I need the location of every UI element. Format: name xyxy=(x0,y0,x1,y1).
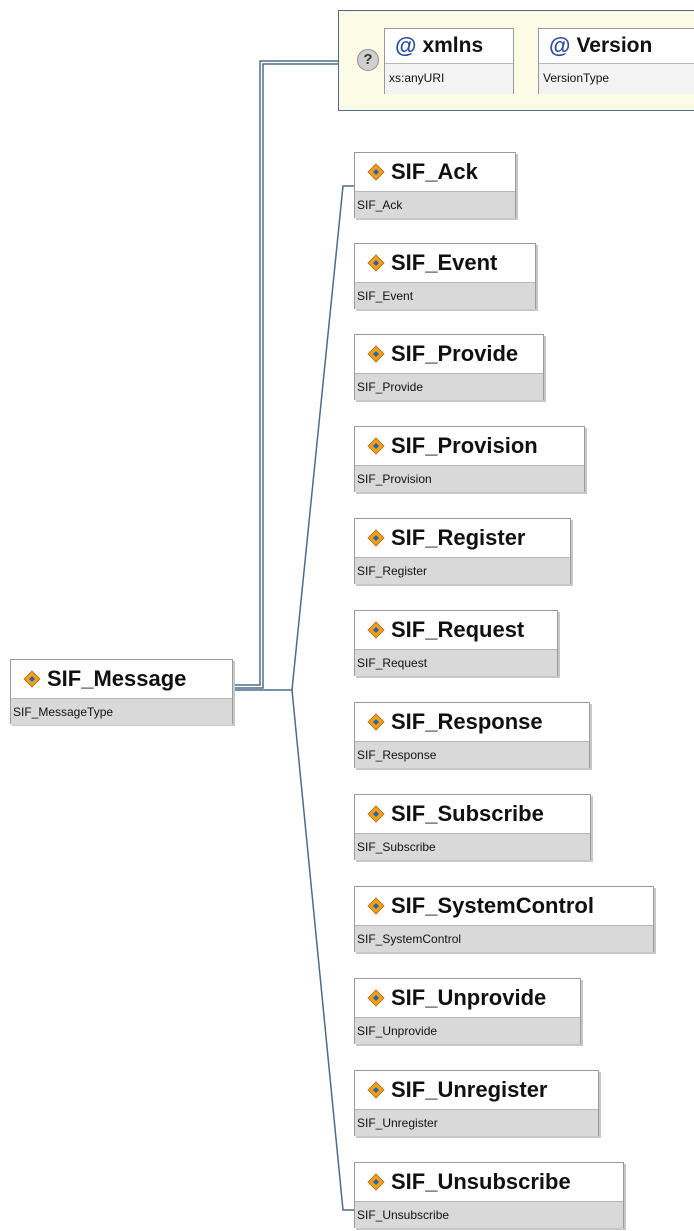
attribute-xmlns[interactable]: @ xmlns xs:anyURI xyxy=(384,28,514,94)
element-diamond-icon xyxy=(23,670,41,688)
element-diamond-icon xyxy=(367,621,385,639)
at-sign-icon: @ xyxy=(549,33,571,58)
element-type: SIF_Request xyxy=(355,649,557,676)
element-name: SIF_Provide xyxy=(391,341,519,366)
element-name: SIF_Unsubscribe xyxy=(391,1169,571,1194)
element-type: SIF_Unregister xyxy=(355,1109,598,1136)
element-type: SIF_SystemControl xyxy=(355,925,653,952)
element-diamond-icon xyxy=(367,437,385,455)
element-type: SIF_Event xyxy=(355,282,535,309)
element-type: SIF_Unsubscribe xyxy=(355,1201,623,1228)
element-name: SIF_Provision xyxy=(391,433,538,458)
element-name: SIF_Register xyxy=(391,525,526,550)
element-name: SIF_Message xyxy=(47,666,187,691)
element-type: SIF_Unprovide xyxy=(355,1017,580,1044)
element-name: SIF_Ack xyxy=(391,159,478,184)
element-type: SIF_Provision xyxy=(355,465,584,492)
element-type: SIF_Subscribe xyxy=(355,833,590,860)
element-name: SIF_SystemControl xyxy=(391,893,594,918)
element-type: SIF_Register xyxy=(355,557,570,584)
attribute-version[interactable]: @ Version VersionType xyxy=(538,28,694,94)
connector-fan xyxy=(291,185,354,1211)
at-sign-icon: @ xyxy=(395,33,417,58)
element-diamond-icon xyxy=(367,529,385,547)
attribute-group: ? @ xmlns xs:anyURI @ Version VersionTyp… xyxy=(338,10,694,111)
element-diamond-icon xyxy=(367,1081,385,1099)
attribute-type: xs:anyURI xyxy=(385,63,513,94)
element-diamond-icon xyxy=(367,805,385,823)
attribute-type: VersionType xyxy=(539,63,694,94)
connector-attributes xyxy=(233,60,338,686)
element-name: SIF_Response xyxy=(391,709,543,734)
element-type: SIF_Response xyxy=(355,741,589,768)
connector-attributes-2 xyxy=(233,63,338,689)
attribute-name: Version xyxy=(576,34,653,57)
element-name: SIF_Subscribe xyxy=(391,801,544,826)
element-type: SIF_Provide xyxy=(355,373,543,400)
element-diamond-icon xyxy=(367,254,385,272)
attribute-name: xmlns xyxy=(422,34,484,57)
element-diamond-icon xyxy=(367,989,385,1007)
root-element-sif-message[interactable]: SIF_Message SIF_MessageType xyxy=(10,659,233,725)
element-diamond-icon xyxy=(367,713,385,731)
element-diamond-icon xyxy=(367,345,385,363)
element-name: SIF_Unregister xyxy=(391,1077,548,1102)
element-name: SIF_Request xyxy=(391,617,525,642)
element-diamond-icon xyxy=(367,1173,385,1191)
question-icon[interactable]: ? xyxy=(357,49,379,71)
element-diamond-icon xyxy=(367,897,385,915)
element-name: SIF_Event xyxy=(391,250,498,275)
element-diamond-icon xyxy=(367,163,385,181)
element-type: SIF_MessageType xyxy=(11,698,232,725)
element-type: SIF_Ack xyxy=(355,191,515,218)
element-name: SIF_Unprovide xyxy=(391,985,547,1010)
